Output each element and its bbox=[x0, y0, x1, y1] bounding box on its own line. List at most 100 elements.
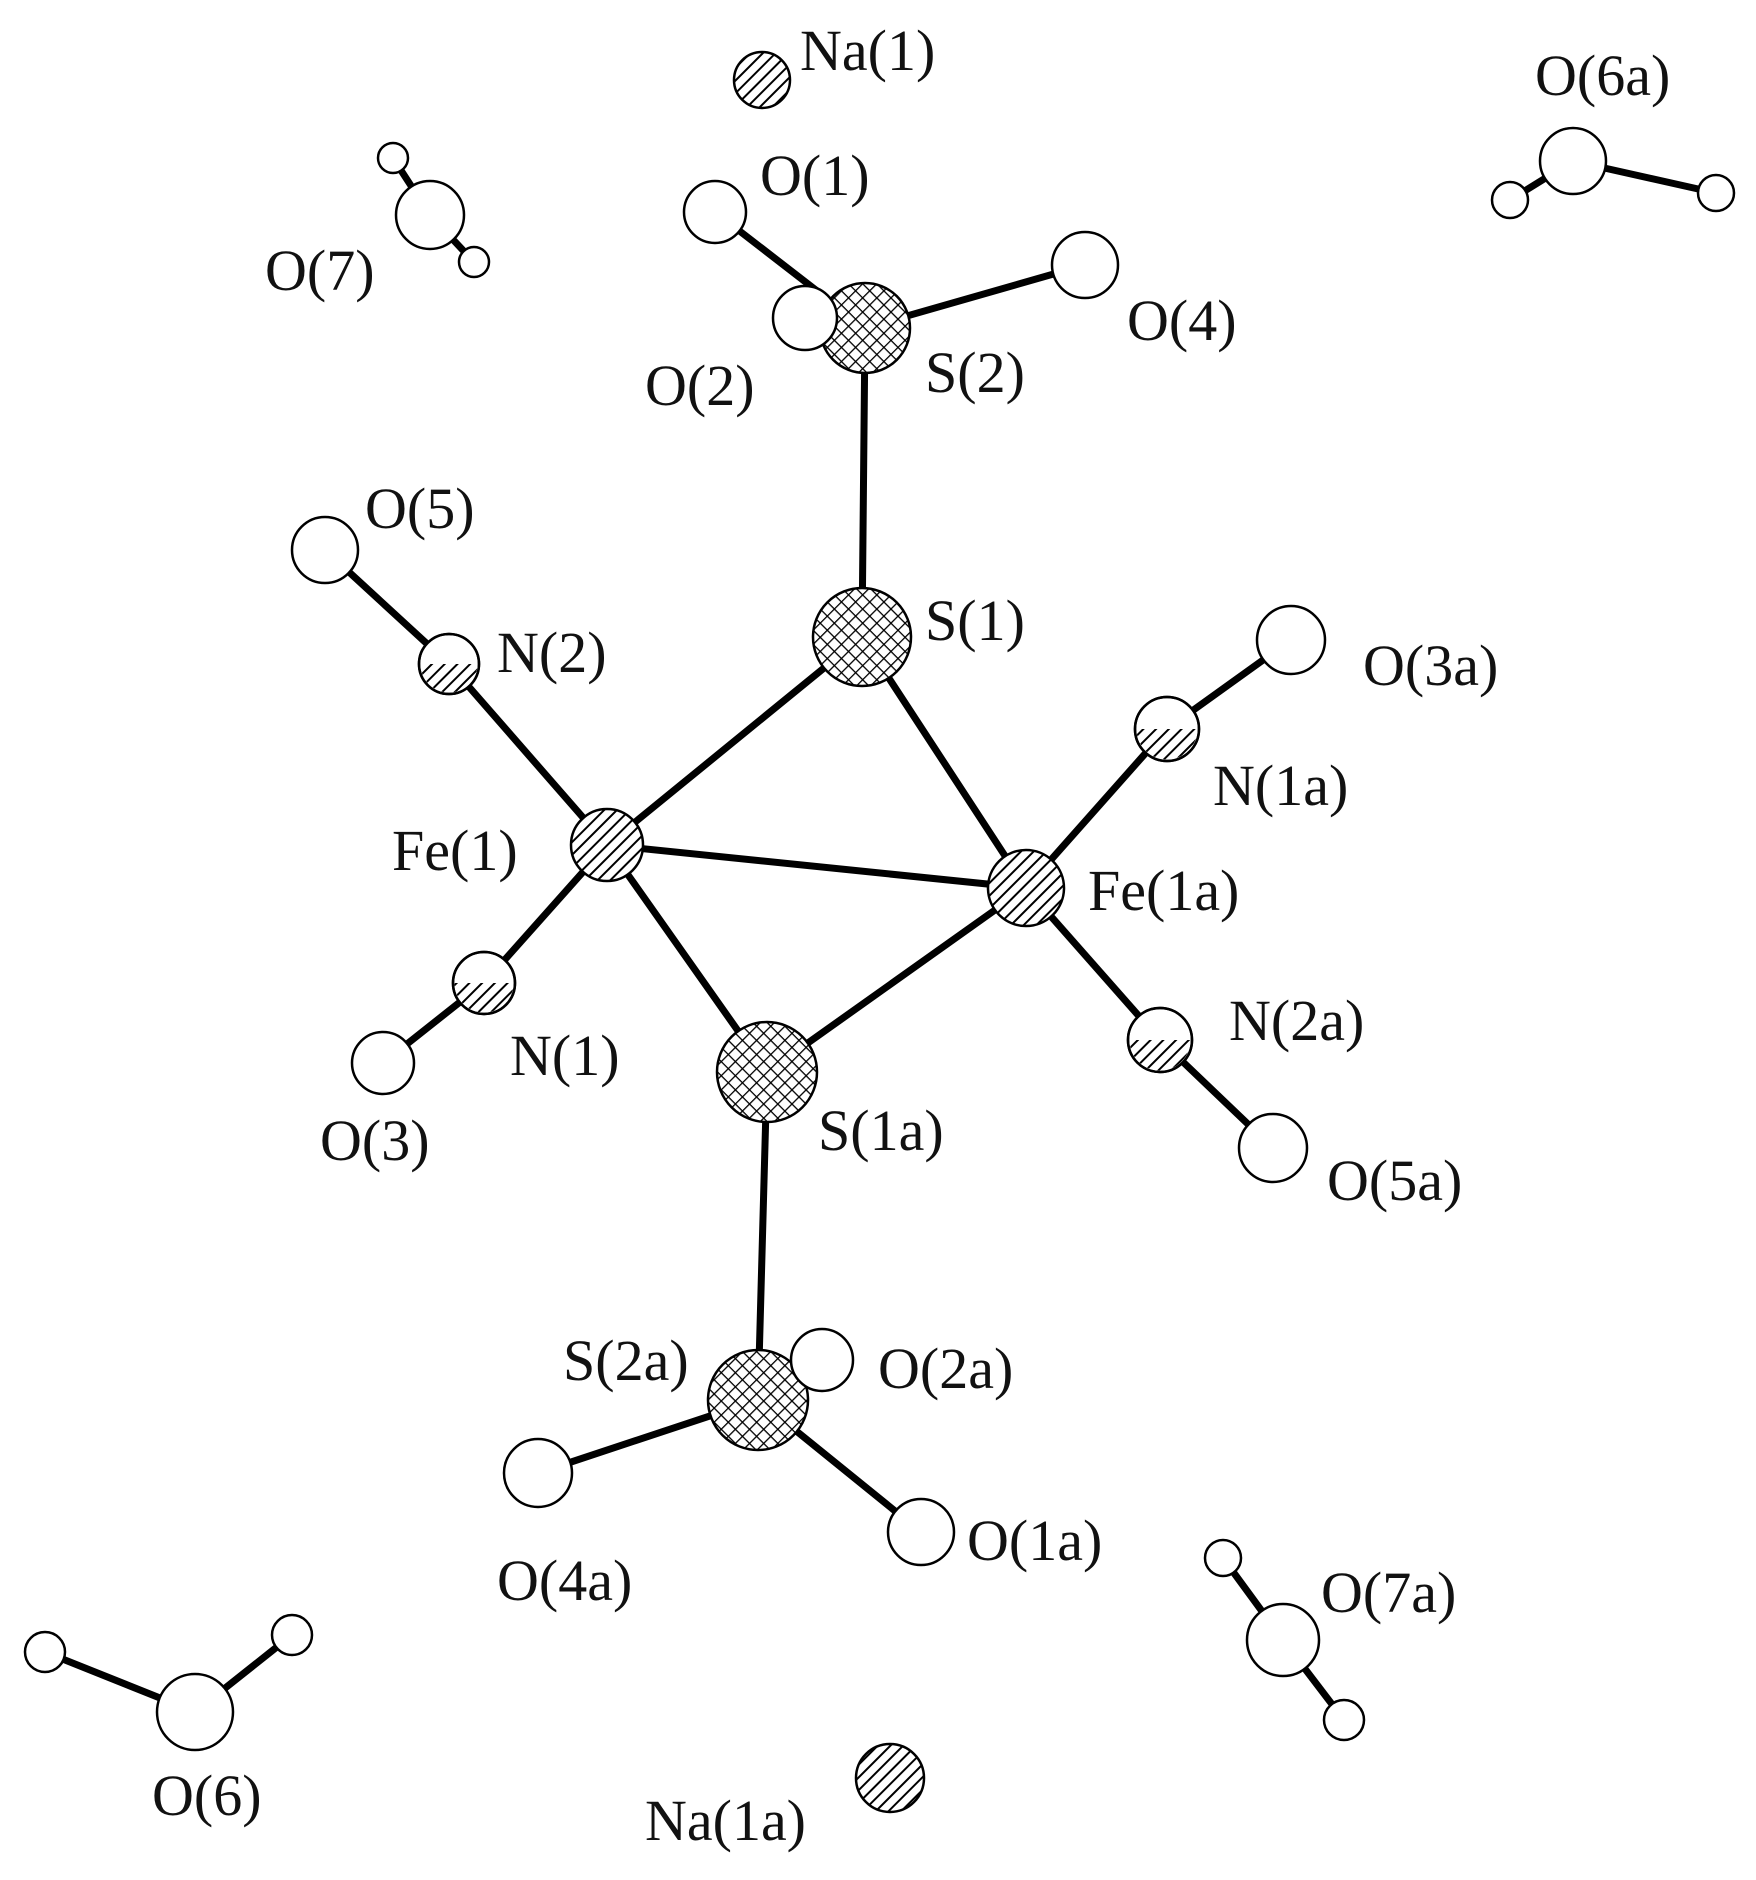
atom-sphere-s1a bbox=[715, 1020, 819, 1124]
atom-h6a-2 bbox=[1696, 173, 1736, 213]
atoms bbox=[23, 50, 1736, 1814]
atom-na1a bbox=[854, 1742, 926, 1814]
label-o2a: O(2a) bbox=[878, 1336, 1013, 1401]
atom-h7-1 bbox=[376, 141, 410, 175]
atom-sphere-h7a-2 bbox=[1322, 1698, 1366, 1742]
atom-s2a bbox=[706, 1348, 810, 1452]
atom-sphere-na1a bbox=[854, 1742, 926, 1814]
label-s1a: S(1a) bbox=[818, 1098, 944, 1163]
label-o6a: O(6a) bbox=[1535, 43, 1670, 108]
atom-sphere-o3 bbox=[350, 1030, 416, 1096]
atom-h6-2 bbox=[270, 1613, 314, 1657]
atom-sphere-o5 bbox=[290, 515, 360, 585]
atom-sphere-o3a bbox=[1255, 604, 1327, 676]
label-fe1a: Fe(1a) bbox=[1088, 858, 1239, 923]
atom-sphere-o4 bbox=[1050, 230, 1120, 300]
atom-sphere-h7a-1 bbox=[1203, 1538, 1243, 1578]
atom-sphere-h6-2 bbox=[270, 1613, 314, 1657]
atom-sphere-h6a-2 bbox=[1696, 173, 1736, 213]
label-o1a: O(1a) bbox=[967, 1508, 1102, 1573]
label-o6: O(6) bbox=[152, 1763, 262, 1828]
label-n1a: N(1a) bbox=[1213, 753, 1348, 818]
atom-h7a-1 bbox=[1203, 1538, 1243, 1578]
label-o4a: O(4a) bbox=[497, 1548, 632, 1613]
atom-o5a bbox=[1237, 1112, 1309, 1184]
atom-outline-n1a bbox=[1133, 695, 1201, 763]
label-o5a: O(5a) bbox=[1327, 1148, 1462, 1213]
atom-n1a bbox=[1133, 695, 1201, 763]
atom-sphere-o5a bbox=[1237, 1112, 1309, 1184]
atom-sphere-h7-2 bbox=[457, 245, 491, 279]
atom-sphere-fe1 bbox=[569, 807, 645, 883]
label-o3a: O(3a) bbox=[1363, 633, 1498, 698]
atom-o6a bbox=[1538, 126, 1608, 196]
atom-sphere-o2 bbox=[771, 284, 839, 352]
label-o2: O(2) bbox=[645, 353, 755, 418]
bond-fe1-n2 bbox=[445, 660, 611, 849]
atom-sphere-o7a bbox=[1245, 1602, 1321, 1678]
label-n2: N(2) bbox=[497, 620, 607, 685]
atom-o4 bbox=[1050, 230, 1120, 300]
atom-fe1 bbox=[569, 807, 645, 883]
bonds bbox=[41, 154, 1720, 1724]
atom-fe1a bbox=[986, 848, 1066, 928]
atom-sphere-s1 bbox=[811, 586, 913, 688]
label-s1: S(1) bbox=[925, 588, 1025, 653]
atom-shading-n2a bbox=[1129, 1040, 1191, 1071]
label-s2a: S(2a) bbox=[563, 1328, 689, 1393]
atom-outline-n2 bbox=[417, 632, 481, 696]
atom-sphere-o1a bbox=[886, 1497, 956, 1567]
atom-outline-n1 bbox=[451, 950, 517, 1016]
atom-sphere-h7-1 bbox=[376, 141, 410, 175]
atom-o2a bbox=[789, 1327, 855, 1393]
atom-sphere-fe1a bbox=[986, 848, 1066, 928]
label-fe1: Fe(1) bbox=[392, 818, 518, 883]
atom-sphere-h6-1 bbox=[23, 1630, 67, 1674]
atom-n2 bbox=[417, 632, 481, 696]
bond-s2-s1 bbox=[858, 324, 869, 641]
atom-o5 bbox=[290, 515, 360, 585]
atom-s1a bbox=[715, 1020, 819, 1124]
label-n1: N(1) bbox=[510, 1023, 620, 1088]
atom-o1a bbox=[886, 1497, 956, 1567]
atom-sphere-o2a bbox=[789, 1327, 855, 1393]
atom-shading-n2 bbox=[420, 664, 478, 693]
bond-fe1a-s1a bbox=[763, 884, 1030, 1076]
atom-h6a-1 bbox=[1490, 180, 1530, 220]
atom-shading-n1 bbox=[454, 983, 514, 1013]
atom-o7 bbox=[394, 179, 466, 251]
atom-s1 bbox=[811, 586, 913, 688]
label-o5: O(5) bbox=[365, 476, 475, 541]
label-o4: O(4) bbox=[1127, 288, 1237, 353]
label-na1a: Na(1a) bbox=[645, 1788, 806, 1853]
atom-outline-n2a bbox=[1126, 1006, 1194, 1074]
atom-sphere-o6 bbox=[155, 1672, 235, 1752]
label-o7: O(7) bbox=[265, 238, 375, 303]
label-s2: S(2) bbox=[925, 340, 1025, 405]
atom-sphere-na1 bbox=[732, 50, 792, 110]
atom-h6-1 bbox=[23, 1630, 67, 1674]
atom-o3a bbox=[1255, 604, 1327, 676]
bond-s1-fe1 bbox=[603, 633, 866, 849]
bond-fe1-fe1a bbox=[603, 841, 1030, 892]
atom-sphere-s2a bbox=[706, 1348, 810, 1452]
label-o7a: O(7a) bbox=[1321, 1560, 1456, 1625]
atom-o2 bbox=[771, 284, 839, 352]
label-na1: Na(1) bbox=[800, 18, 935, 83]
atom-h7-2 bbox=[457, 245, 491, 279]
label-n2a: N(2a) bbox=[1229, 988, 1364, 1053]
atom-o3 bbox=[350, 1030, 416, 1096]
atom-o4a bbox=[502, 1437, 574, 1509]
atom-labels: Na(1) Na(1a) S(2) S(1) S(1a) S(2a) Fe(1) Fe(1a)… bbox=[152, 18, 1670, 1853]
atom-sphere-o4a bbox=[502, 1437, 574, 1509]
atom-sphere-o7 bbox=[394, 179, 466, 251]
atom-o1 bbox=[682, 179, 748, 245]
atom-na1 bbox=[732, 50, 792, 110]
atom-h7a-2 bbox=[1322, 1698, 1366, 1742]
atom-o6 bbox=[155, 1672, 235, 1752]
atom-n2a bbox=[1126, 1006, 1194, 1074]
bond-s1a-s2a bbox=[754, 1068, 771, 1404]
atom-sphere-o6a bbox=[1538, 126, 1608, 196]
atom-shading-n1a bbox=[1136, 729, 1198, 760]
